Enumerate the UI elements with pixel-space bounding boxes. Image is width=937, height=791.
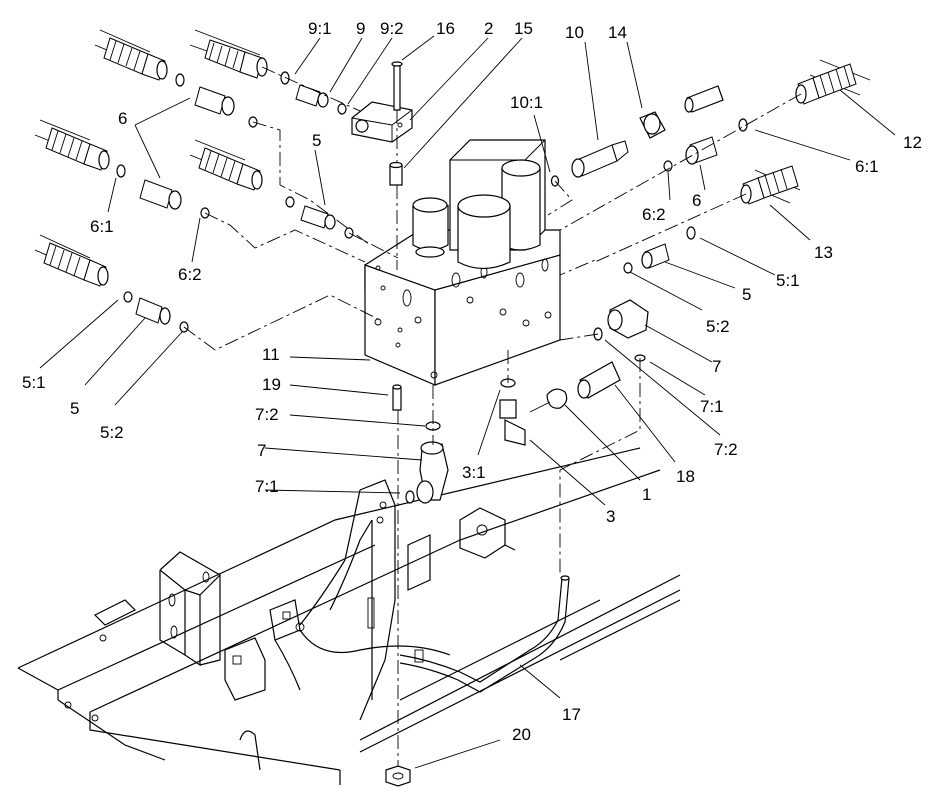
elbow-fitting-part-7-left (392, 384, 449, 770)
callout-19: 19 (262, 375, 281, 394)
callout-11: 11 (262, 345, 280, 364)
callout-14: 14 (608, 23, 627, 42)
callout-3: 3 (606, 507, 615, 526)
callout-labels: 9:1 9 9:2 16 2 15 10 14 10:1 6 5 6:1 6:2… (22, 19, 922, 744)
callout-6-top: 6 (118, 109, 127, 128)
fitting-part-10 (547, 140, 629, 216)
valve-part-2 (351, 61, 413, 270)
callout-6-2-left: 6:2 (178, 265, 202, 284)
callout-15: 15 (514, 19, 533, 38)
hose-row-lower-left (34, 234, 381, 351)
callout-17: 17 (562, 705, 581, 724)
callout-6-1-left: 6:1 (90, 217, 114, 236)
callout-12: 12 (903, 133, 922, 152)
callout-5-1-left: 5:1 (22, 373, 46, 392)
plug-part-15 (389, 161, 403, 186)
hose-row-left-1 (94, 29, 371, 246)
hose-row-left-2 (34, 119, 366, 263)
callout-5-1-right: 5:1 (776, 271, 800, 290)
callout-5-left: 5 (70, 399, 79, 418)
callout-7-left: 7 (257, 441, 266, 460)
callout-10-1: 10:1 (510, 93, 543, 112)
callout-6-1-right: 6:1 (855, 157, 879, 176)
callout-16: 16 (436, 19, 455, 38)
callout-1: 1 (642, 485, 651, 504)
callout-5-mid: 5 (312, 131, 321, 150)
nut-part-20 (385, 765, 411, 787)
callout-9-2: 9:2 (380, 19, 404, 38)
callout-13: 13 (814, 243, 833, 262)
hose-row-upper (189, 29, 381, 121)
hose-part-12 (559, 59, 871, 231)
callout-10: 10 (565, 23, 584, 42)
hose-part-13 (559, 165, 801, 276)
callout-5-2-left: 5:2 (100, 423, 124, 442)
callout-6-2-right: 6:2 (642, 205, 666, 224)
hose-row-middle (189, 139, 399, 259)
callout-18: 18 (676, 467, 695, 486)
rod-part-17 (399, 575, 570, 693)
solenoid-coils (412, 139, 546, 270)
fittings-part-18-1-3 (499, 350, 621, 446)
callout-7-2-left: 7:2 (255, 405, 279, 424)
cap-part-14 (639, 85, 724, 139)
callout-7-1-right: 7:1 (700, 397, 724, 416)
chassis-frame (17, 447, 681, 785)
leader-lines (39, 35, 896, 769)
callout-3-1: 3:1 (462, 463, 486, 482)
callout-5-right: 5 (742, 285, 751, 304)
callout-7-2-right: 7:2 (714, 440, 738, 459)
callout-20: 20 (512, 725, 531, 744)
callout-2: 2 (484, 19, 493, 38)
callout-6-right: 6 (692, 191, 701, 210)
callout-5-2-right: 5:2 (706, 317, 730, 336)
callout-7-right: 7 (712, 357, 721, 376)
callout-9-1: 9:1 (308, 19, 332, 38)
elbow-fitting-part-7-right (559, 299, 649, 575)
callout-7-1-left: 7:1 (255, 477, 279, 496)
callout-9: 9 (356, 19, 365, 38)
